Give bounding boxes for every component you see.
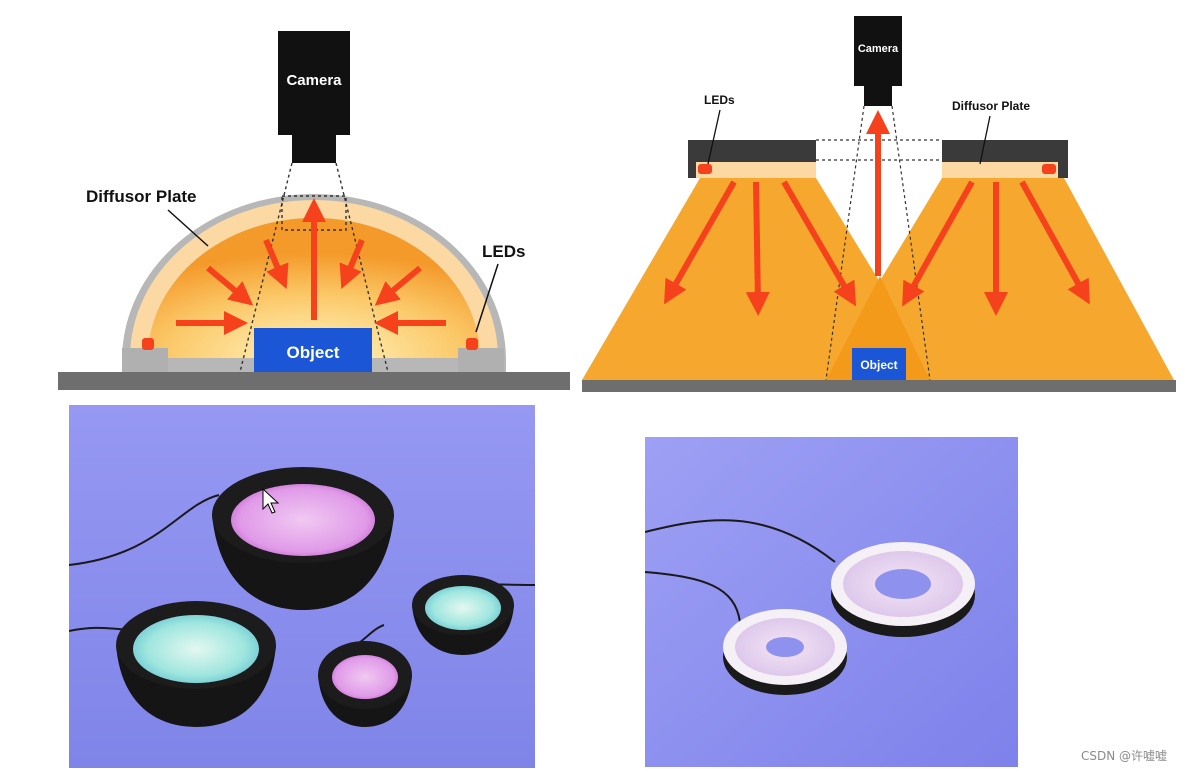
ring-light-large <box>831 542 975 637</box>
diffusor-band <box>130 200 498 358</box>
dome-light-diagram: Camera Object Diffusor Plate LEDs <box>58 31 570 390</box>
flat-diffuse-light-diagram: Camera Object LEDs Diffusor Plate <box>582 16 1176 392</box>
leds-pointer <box>475 263 499 333</box>
leds-right-block <box>1058 140 1068 178</box>
led-left <box>698 164 712 174</box>
cables <box>645 519 836 623</box>
ring-lights-photo <box>645 437 1018 767</box>
plate-left <box>688 140 816 162</box>
cursor-icon <box>262 487 280 514</box>
diffusor-plate-label: Diffusor Plate <box>86 187 197 206</box>
watermark: CSDN @许嘘嘘 <box>1080 749 1167 763</box>
camera-lens <box>864 86 892 106</box>
object-block <box>852 348 906 380</box>
led-left <box>142 338 154 350</box>
object-label: Object <box>287 343 340 362</box>
light-arrows <box>176 198 446 335</box>
diffusor-right <box>942 162 1058 178</box>
object-label: Object <box>860 358 897 372</box>
plate-right <box>942 140 1068 162</box>
dome-light-small-cyan <box>412 575 514 655</box>
dome-light-small-pink <box>318 641 412 727</box>
leds-label: LEDs <box>704 93 735 107</box>
led-housing-right <box>458 348 504 372</box>
camera-label: Camera <box>858 43 899 55</box>
diffusor-left <box>696 162 816 178</box>
dome-light-large <box>212 467 394 610</box>
camera-lens <box>292 135 336 163</box>
led-right <box>1042 164 1056 174</box>
dome-lights-photo <box>69 405 535 768</box>
camera-body <box>854 16 902 86</box>
light-arrows <box>664 110 1090 316</box>
leds-pointer <box>707 109 721 165</box>
led-right <box>466 338 478 350</box>
diffusor-pointer <box>167 209 209 247</box>
camera-body <box>278 31 350 135</box>
diffusor-pointer <box>979 115 991 165</box>
view-lines <box>239 162 389 373</box>
ring-light-small <box>723 609 847 695</box>
dome-light-medium <box>116 601 276 727</box>
object-block <box>254 328 372 372</box>
base-plate <box>582 380 1176 392</box>
base-plate <box>58 372 570 390</box>
camera-label: Camera <box>286 72 342 89</box>
leds-left-block <box>688 140 696 178</box>
diffusor-plate-label: Diffusor Plate <box>952 99 1030 113</box>
led-housing-left <box>122 348 168 372</box>
leds-label: LEDs <box>482 242 525 261</box>
